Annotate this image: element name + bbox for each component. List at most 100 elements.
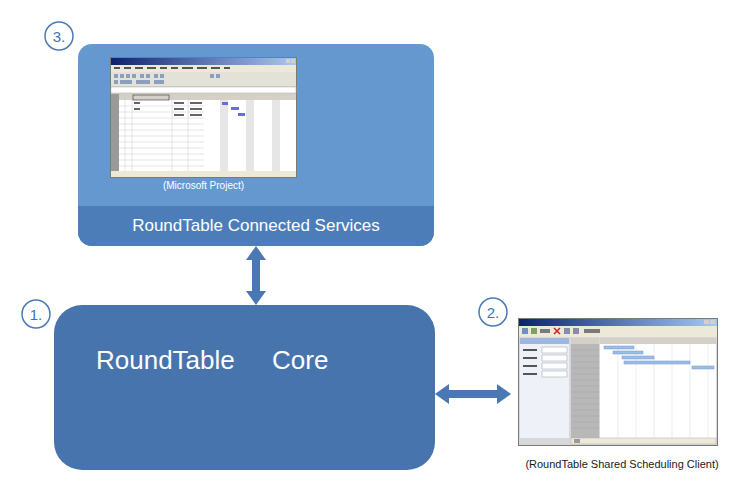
client-screenshot-part: [571, 422, 599, 423]
project-screenshot-part: [111, 171, 296, 177]
project-screenshot-part: [111, 94, 119, 171]
project-screenshot-part: [204, 94, 296, 171]
callout-circle: [479, 298, 507, 326]
project-screenshot-part: [132, 94, 133, 171]
project-screenshot-part: [147, 67, 156, 69]
project-screenshot-part: [135, 67, 143, 69]
project-screenshot-part: [134, 102, 202, 116]
client-screenshot-part: [520, 338, 569, 344]
client-screenshot-part: [520, 338, 569, 438]
client-screenshot-part: [571, 386, 599, 387]
caption: (Microsoft Project): [110, 180, 297, 192]
project-screenshot-part: [190, 114, 202, 116]
client-screenshot-part: [522, 328, 528, 334]
client-screenshot-part: [672, 344, 673, 438]
project-screenshot-part: [120, 80, 132, 84]
client-screenshot-part: [571, 338, 599, 438]
project-screenshot-part: [224, 67, 230, 69]
client-screenshot-part: [574, 439, 580, 443]
client-screenshot-part: [571, 416, 599, 417]
project-screenshot-part: [160, 74, 164, 78]
client-screenshot-part: [604, 346, 634, 349]
project-screenshot-part: [111, 58, 297, 178]
client-screenshot-part: [542, 355, 567, 361]
project-screenshot-part: [125, 94, 126, 171]
client-screenshot-part: [540, 329, 550, 333]
project-screenshot-part: [160, 67, 167, 69]
callout-number: 1.: [30, 307, 43, 322]
project-screenshot-part: [231, 107, 239, 110]
arrow-head: [497, 384, 511, 404]
project-screenshot-part: [174, 114, 184, 116]
project-screenshot-part: [111, 87, 296, 93]
project-screenshot: [110, 57, 297, 178]
callout-circle: [22, 300, 50, 328]
client-screenshot-part: [523, 349, 537, 375]
callout-number: 2.: [487, 305, 500, 320]
client-screenshot-part: [600, 338, 716, 344]
client-screenshot-part: [571, 356, 599, 357]
arrow-head: [246, 291, 266, 305]
project-screenshot-part: [132, 74, 136, 78]
client-screenshot: [518, 318, 718, 446]
project-screenshot-part: [111, 65, 296, 72]
project-screenshot-part: [190, 108, 202, 110]
client-screenshot-part: [571, 438, 716, 444]
project-screenshot-part: [154, 74, 158, 78]
project-screenshot-part: [114, 80, 118, 84]
client-screenshot-part: [571, 350, 599, 428]
client-screenshot-part: [523, 365, 537, 367]
project-screenshot-part: [222, 102, 245, 116]
client-screenshot-part: [571, 398, 599, 399]
project-screenshot-part: [171, 67, 178, 69]
project-screenshot-part: [126, 74, 130, 78]
client-window: (RoundTable Shared Scheduling Client): [511, 318, 733, 476]
client-screenshot-part: [571, 374, 599, 375]
project-screenshot-part: [154, 80, 164, 84]
double-arrow: [246, 246, 266, 305]
client-screenshot-part: [564, 328, 570, 334]
client-screenshot-part: [522, 328, 600, 334]
client-screenshot-part: [690, 344, 691, 438]
client-screenshot-part: [613, 351, 643, 354]
client-screenshot-part: [523, 357, 537, 359]
project-screenshot-part: [114, 67, 120, 69]
project-screenshot-part: [114, 67, 230, 69]
project-screenshot-part: [134, 102, 140, 104]
project-screenshot-part: [222, 102, 228, 105]
client-screenshot-part: [618, 344, 708, 438]
client-screenshot-part: [571, 350, 599, 351]
project-screenshot-part: [146, 74, 150, 78]
callout-anchor: 1.: [20, 298, 52, 330]
project-screenshot-part: [120, 74, 124, 78]
client-screenshot-part: [584, 329, 600, 333]
band-title: RoundTable Connected Services: [132, 216, 380, 236]
double-arrow: [435, 384, 511, 404]
project-screenshot-part: [238, 113, 245, 116]
project-screenshot-part: [124, 67, 131, 69]
project-screenshot-part: [174, 108, 184, 110]
project-screenshot-part: [140, 74, 144, 78]
client-screenshot-part: [571, 410, 599, 411]
project-screenshot-part: [111, 72, 296, 86]
core-box: RoundTable Core: [54, 305, 435, 470]
project-screenshot-part: [204, 94, 296, 100]
client-screenshot-part: [692, 366, 714, 369]
client-screenshot-part: [622, 356, 654, 359]
project-screenshot-part: [119, 94, 204, 171]
project-screenshot-part: [210, 74, 214, 78]
project-screenshot-part: [211, 67, 220, 69]
project-screenshot-part: [114, 74, 220, 84]
arrow-head: [246, 246, 266, 260]
client-screenshot-part: [542, 347, 567, 377]
callout-anchor: 3.: [43, 20, 75, 52]
client-screenshot-part: [542, 347, 567, 353]
project-screenshot-part: [246, 100, 254, 171]
callout-circle: [45, 22, 73, 50]
client-screenshot-part: [624, 361, 690, 364]
system-panel: (Microsoft Project) RoundTable Connected …: [78, 44, 434, 246]
client-screenshot-part: [554, 328, 560, 334]
client-screenshot-part: [542, 363, 567, 369]
client-screenshot-part: [542, 371, 567, 377]
project-screenshot-part: [291, 59, 295, 63]
